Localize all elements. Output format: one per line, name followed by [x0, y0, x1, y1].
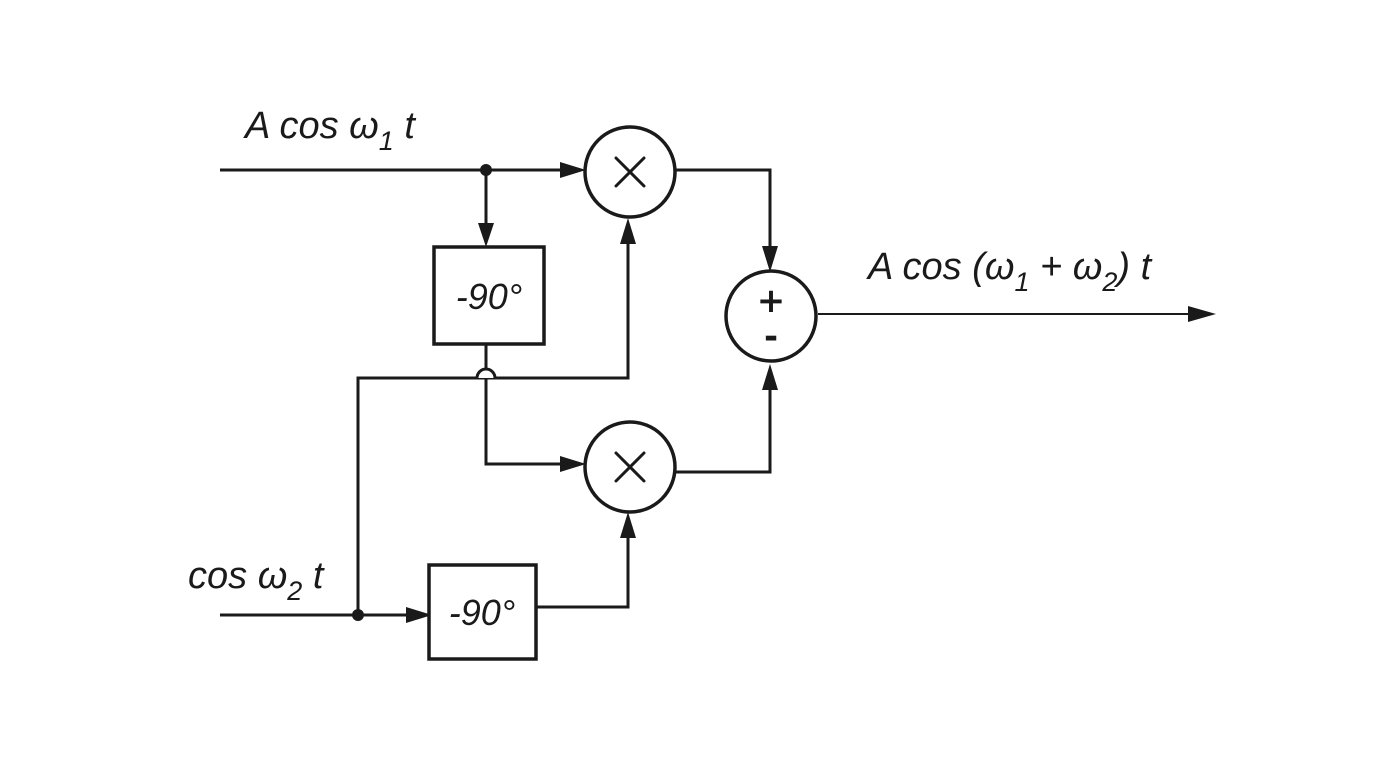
wire-upper-product: [676, 168, 772, 258]
arrow-up-into-upper-multiplier: [620, 218, 636, 244]
phase-shifter-lower: -90°: [427, 563, 538, 661]
summer-plus-sign: +: [757, 281, 786, 321]
arrow-into-upper-shifter: [478, 223, 494, 247]
output-part2: + ω: [1029, 246, 1102, 288]
input-label-top: A cos ω1 t: [243, 105, 416, 156]
arrow-down-into-summer: [762, 246, 778, 272]
arrow-output: [1188, 306, 1216, 322]
input-label-bottom: cos ω2 t: [188, 555, 325, 606]
phase-shifter-lower-label: -90°: [449, 592, 515, 633]
phase-shifter-upper: -90°: [432, 245, 546, 346]
multiplier-upper: [583, 125, 677, 219]
output-part3: ) t: [1113, 246, 1152, 288]
input-top-suffix: t: [394, 105, 417, 147]
input-bottom-prefix: cos ω: [188, 555, 287, 597]
summer-node: + -: [724, 269, 818, 363]
wire-lower-product: [676, 378, 772, 474]
arrow-into-lower-shifter: [406, 607, 432, 623]
summer-minus-sign: -: [764, 317, 778, 357]
arrow-up-into-lower-multiplier: [620, 512, 636, 538]
output-part1: A cos (ω: [866, 246, 1014, 288]
wire-shifted-carrier: [484, 344, 572, 466]
input-bottom-suffix: t: [302, 555, 325, 597]
junction-top: [480, 164, 492, 176]
input-top-subscript: 1: [379, 126, 394, 156]
output-subscript1: 1: [1014, 267, 1029, 297]
output-label: A cos (ω1 + ω2) t: [866, 246, 1153, 297]
phase-shifter-upper-label: -90°: [456, 276, 522, 317]
arrow-into-lower-multiplier: [560, 456, 586, 472]
arrow-into-upper-multiplier: [560, 162, 586, 178]
wire-crossover-hop: [475, 367, 497, 379]
arrow-up-into-summer: [762, 364, 778, 390]
output-subscript2: 2: [1101, 267, 1117, 297]
junction-bottom: [352, 609, 364, 621]
input-top-prefix: A cos ω: [243, 105, 379, 147]
wire-shifted-modulating: [536, 526, 630, 609]
input-bottom-subscript: 2: [286, 576, 302, 606]
multiplier-lower: [583, 420, 677, 514]
